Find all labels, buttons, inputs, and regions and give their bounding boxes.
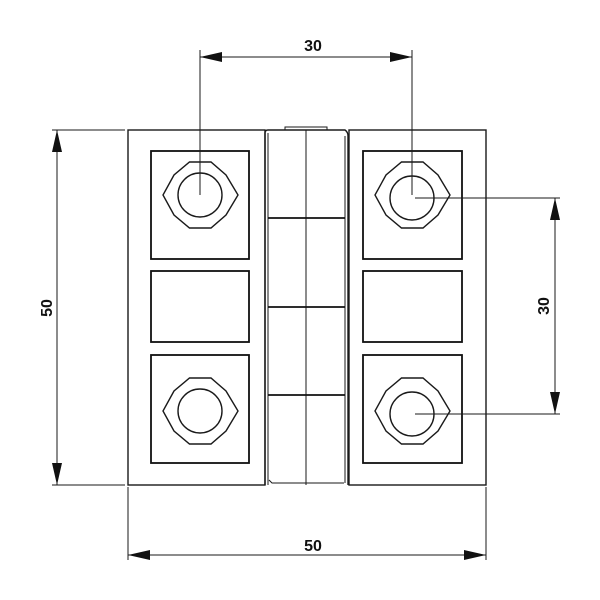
right-middle-pocket xyxy=(362,270,463,343)
arrowhead-right-icon xyxy=(390,52,412,62)
left-bottom-pocket xyxy=(150,354,250,464)
dimension-left-height: 50 xyxy=(39,129,125,486)
dimension-label-top: 30 xyxy=(304,38,322,55)
hinge-knuckle xyxy=(264,126,349,485)
dimension-label-bottom: 50 xyxy=(304,538,322,555)
dimension-label-right: 30 xyxy=(536,297,553,315)
arrowhead-up-icon xyxy=(550,198,560,220)
arrowhead-right-icon xyxy=(464,550,486,560)
right-bottom-pocket xyxy=(362,354,463,464)
octagon-counterbore-icon xyxy=(374,377,451,445)
dimension-bottom-width: 50 xyxy=(127,487,487,560)
left-leaf-outline xyxy=(127,129,266,486)
octagon-counterbore-icon xyxy=(374,161,451,229)
right-bottom-countersunk-hole xyxy=(374,377,451,445)
hole-circle-icon xyxy=(177,388,223,434)
left-middle-pocket xyxy=(150,270,250,343)
arrowhead-left-icon xyxy=(200,52,222,62)
left-bottom-countersunk-hole xyxy=(162,377,239,445)
dimension-right-hole-spacing: 30 xyxy=(415,197,560,415)
octagon-counterbore-icon xyxy=(162,161,239,229)
dimension-top-hole-spacing: 30 xyxy=(199,38,413,195)
right-leaf-outline xyxy=(348,129,487,486)
arrowhead-left-icon xyxy=(128,550,150,560)
arrowhead-down-icon xyxy=(52,463,62,485)
knuckle-bottom-chamfer xyxy=(268,479,344,484)
arrowhead-up-icon xyxy=(52,130,62,152)
dimension-label-left: 50 xyxy=(39,299,56,317)
left-hinge-leaf xyxy=(127,129,266,486)
right-hinge-leaf xyxy=(348,129,487,486)
arrowhead-down-icon xyxy=(550,392,560,414)
octagon-counterbore-icon xyxy=(162,377,239,445)
